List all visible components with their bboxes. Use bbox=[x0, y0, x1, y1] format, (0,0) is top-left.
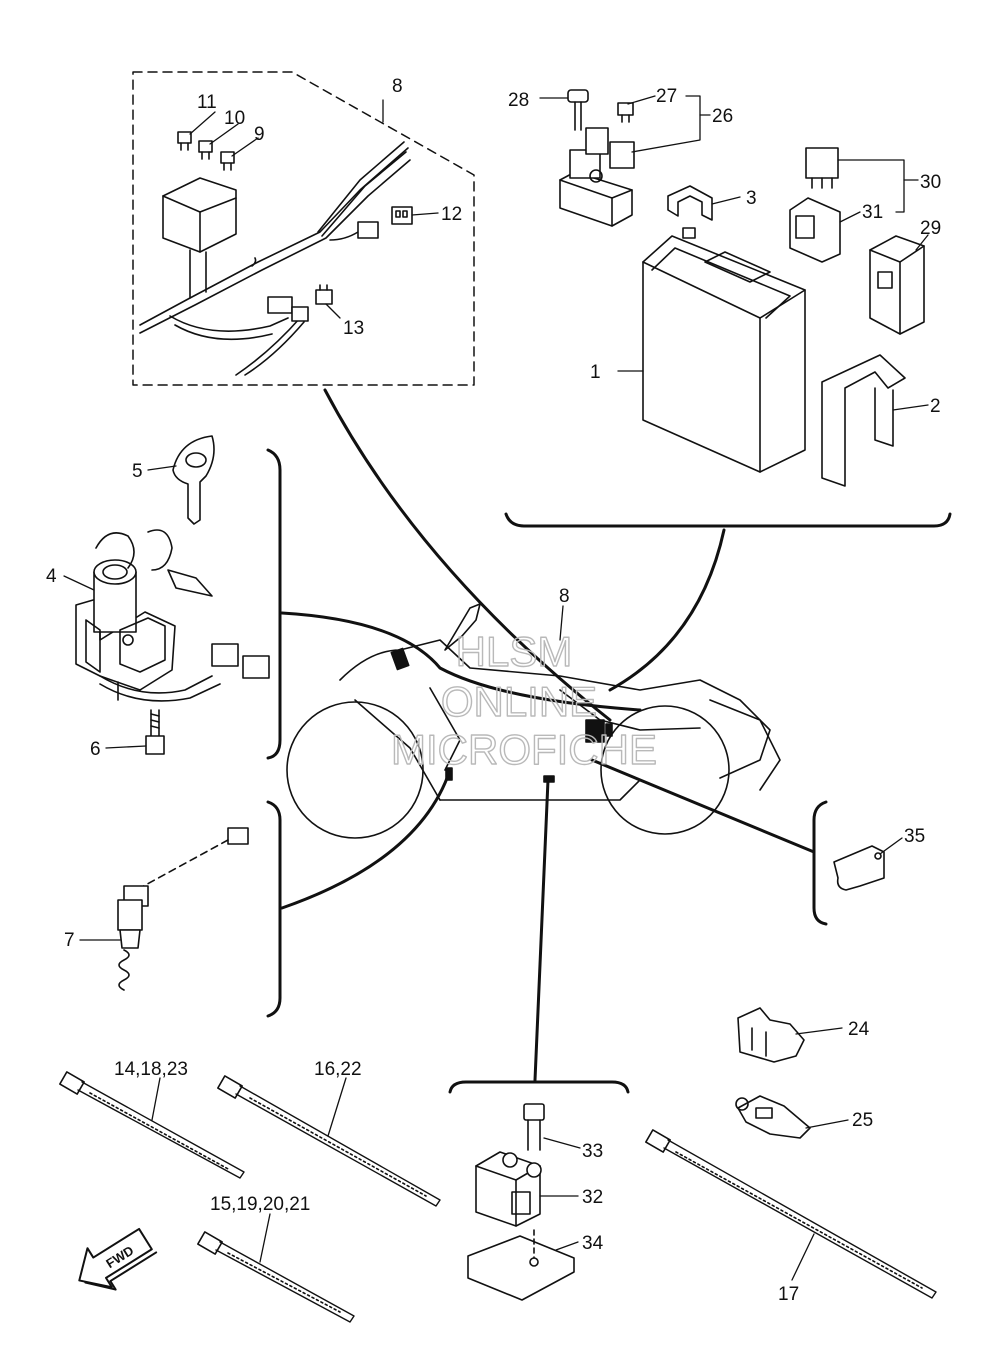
watermark-line-2: ONLINE bbox=[441, 678, 597, 725]
label-32: 32 bbox=[582, 1187, 603, 1208]
watermark-line-3: MICROFICHE bbox=[391, 726, 657, 773]
cable-tie-15-19-20-21[interactable] bbox=[197, 1231, 355, 1323]
label-7: 7 bbox=[64, 930, 75, 951]
label-15-19-20-21: 15,19,20,21 bbox=[210, 1194, 310, 1215]
label-9: 9 bbox=[254, 124, 265, 145]
key-5[interactable] bbox=[172, 435, 215, 525]
fuse-box[interactable] bbox=[162, 177, 237, 253]
label-10: 10 bbox=[224, 108, 245, 129]
label-17: 17 bbox=[778, 1284, 799, 1305]
inset-harness-wires bbox=[139, 141, 411, 376]
harness-connector-lower[interactable] bbox=[267, 296, 309, 322]
part-labels: 8 11 10 9 12 13 28 27 26 3 30 31 29 1 2 … bbox=[46, 76, 941, 1305]
battery-band-2[interactable] bbox=[821, 354, 906, 487]
label-30: 30 bbox=[920, 172, 941, 193]
label-4: 4 bbox=[46, 566, 57, 587]
label-2: 2 bbox=[930, 396, 941, 417]
bolt-6[interactable] bbox=[145, 709, 165, 755]
bracket-34[interactable] bbox=[467, 1229, 575, 1301]
relay-bolt-28[interactable] bbox=[567, 89, 589, 131]
fuse-9[interactable] bbox=[220, 151, 235, 171]
callout-leaders bbox=[63, 95, 929, 1281]
label-6: 6 bbox=[90, 739, 101, 760]
label-29: 29 bbox=[920, 218, 941, 239]
clamp-24[interactable] bbox=[737, 1007, 805, 1063]
battery[interactable] bbox=[642, 227, 806, 473]
leader-lines bbox=[280, 388, 816, 1082]
bolt-33[interactable] bbox=[523, 1103, 545, 1151]
label-12: 12 bbox=[441, 204, 462, 225]
relay-holder-31[interactable] bbox=[789, 197, 841, 263]
label-33: 33 bbox=[582, 1141, 603, 1162]
label-28: 28 bbox=[508, 90, 529, 111]
sensor-32[interactable] bbox=[475, 1151, 542, 1227]
flasher-relay-29[interactable] bbox=[869, 235, 925, 335]
harness-inset-box bbox=[132, 71, 475, 386]
fuse-10[interactable] bbox=[198, 140, 213, 160]
watermark-line-1: HLSM bbox=[456, 628, 573, 675]
watermark: HLSM ONLINE MICROFICHE bbox=[390, 627, 657, 773]
forward-arrow-icon: FWD bbox=[78, 1227, 158, 1291]
relay-30[interactable] bbox=[805, 147, 839, 189]
label-31: 31 bbox=[862, 202, 883, 223]
label-27: 27 bbox=[656, 86, 677, 107]
label-8-inset: 8 bbox=[392, 76, 403, 97]
battery-terminal-cover-3[interactable] bbox=[667, 185, 713, 221]
harness-connector-upper[interactable] bbox=[357, 221, 379, 239]
relay-connector-12[interactable] bbox=[391, 206, 413, 225]
bracket-35[interactable] bbox=[833, 845, 885, 891]
label-13: 13 bbox=[343, 318, 364, 339]
label-35: 35 bbox=[904, 826, 925, 847]
label-16-22: 16,22 bbox=[314, 1059, 362, 1080]
label-34: 34 bbox=[582, 1233, 604, 1254]
cable-tie-16-22[interactable] bbox=[217, 1075, 441, 1207]
label-25: 25 bbox=[852, 1110, 873, 1131]
label-11: 11 bbox=[197, 92, 217, 113]
main-switch-4[interactable] bbox=[75, 529, 213, 691]
fuse-27[interactable] bbox=[617, 102, 634, 123]
label-26: 26 bbox=[712, 106, 733, 127]
label-5: 5 bbox=[132, 461, 143, 482]
harness-connectors-on-frame bbox=[390, 647, 613, 783]
switch-7[interactable] bbox=[117, 827, 249, 991]
leader-brackets bbox=[266, 448, 952, 1094]
cable-tie-17[interactable] bbox=[645, 1129, 937, 1299]
label-3: 3 bbox=[746, 188, 757, 209]
label-1: 1 bbox=[590, 362, 601, 383]
cable-tie-14-18-23[interactable] bbox=[59, 1071, 245, 1179]
label-24: 24 bbox=[848, 1019, 870, 1040]
label-14-18-23: 14,18,23 bbox=[114, 1059, 188, 1080]
fuse-11[interactable] bbox=[177, 131, 192, 151]
connector-13[interactable] bbox=[315, 284, 333, 305]
starter-relay[interactable] bbox=[559, 127, 635, 227]
label-8-harness: 8 bbox=[559, 586, 570, 607]
clamp-25[interactable] bbox=[735, 1095, 811, 1139]
main-switch-harness bbox=[99, 643, 270, 702]
